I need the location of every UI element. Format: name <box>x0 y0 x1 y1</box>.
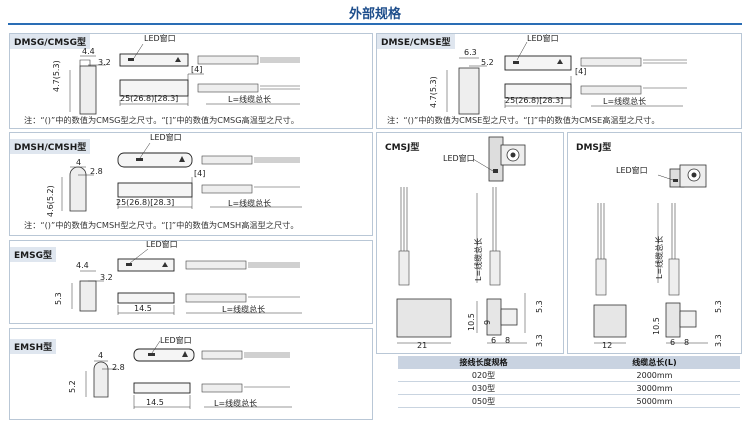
footnote: 注：“()”中的数值为CMSH型之尺寸。“[]”中的数值为CMSH高温型之尺寸。 <box>24 220 299 230</box>
dmse-drawing <box>446 41 687 115</box>
dim-depth: 5.2 <box>481 58 494 67</box>
led-window-label: LED窗口 <box>150 133 182 142</box>
dim-cable-length: L=线缆总长 <box>214 399 258 408</box>
dim-width: 6.3 <box>464 48 477 57</box>
dmsg-drawing <box>69 43 300 115</box>
table-cell-length: 2000mm <box>569 369 740 382</box>
table-cell-length: 3000mm <box>569 381 740 395</box>
led-window-label: LED窗口 <box>443 154 475 163</box>
dim-3-3: 3.3 <box>535 334 544 347</box>
footnote: 注：“()”中的数值为CMSE型之尺寸。“[]”中的数值为CMSE高温型之尺寸。 <box>387 115 660 125</box>
dim-body-length: 14.5 <box>146 398 164 407</box>
dim-depth: 2.8 <box>90 167 103 176</box>
emsg-drawing <box>71 248 302 315</box>
panel-header: DMSE/CMSE型 <box>377 34 455 49</box>
dim-5-3: 5.3 <box>535 300 544 313</box>
dim-5-3: 5.3 <box>714 300 723 313</box>
panel-emsg: EMSG型 LED窗口 4.4 3.2 5.3 14.5 L=线缆总长 <box>9 240 373 324</box>
panel-cmsj: CMSJ型 LED窗口 L=线缆总长 21 10.5 9 6 8 3.3 5.3 <box>376 132 564 354</box>
dim-width: 4 <box>98 351 104 360</box>
panel-header: EMSG型 <box>10 247 56 262</box>
table-header-length: 线缆总长(L) <box>569 356 740 369</box>
panel-dmse: DMSE/CMSE型 LED窗口 6.3 5.2 4.7(5.3) [4] 25… <box>376 33 742 129</box>
table-header-row: 接线长度规格 线缆总长(L) <box>398 356 740 369</box>
dim-cable-length: L=线缆总长 <box>474 237 483 281</box>
table-cell-spec: 020型 <box>398 369 569 382</box>
cmsj-drawing <box>396 136 527 344</box>
dim-width: 4.4 <box>76 261 89 270</box>
dim-6: 6 <box>491 336 497 345</box>
table-cell-spec: 030型 <box>398 381 569 395</box>
dim-body-length: 14.5 <box>134 304 152 313</box>
dim-width: 4 <box>76 158 82 167</box>
panel-header: EMSH型 <box>10 339 57 354</box>
emsh-drawing <box>85 340 292 409</box>
led-window-label: LED窗口 <box>146 240 178 249</box>
led-window-label: LED窗口 <box>160 336 192 345</box>
dim-height: 4.6(5.2) <box>46 185 55 217</box>
page-title: 外部规格 <box>348 7 401 22</box>
dim-3-3: 3.3 <box>714 334 723 347</box>
dim-21: 21 <box>417 341 428 350</box>
dim-depth: 3.2 <box>98 58 111 67</box>
dim-cable-length: L=线缆总长 <box>655 235 664 279</box>
dim-6: 6 <box>670 338 676 347</box>
dim-8: 8 <box>505 336 511 345</box>
dim-9: 9 <box>483 319 492 325</box>
panel-emsh: EMSH型 LED窗口 4 2.8 5.2 14.5 L=线缆总长 <box>9 328 373 420</box>
table-row: 030型 3000mm <box>398 381 740 395</box>
title-underline <box>8 23 742 25</box>
dim-body-length: 25(26.8)[28.3] <box>116 198 175 207</box>
dim-height: 4.7(5.3) <box>429 76 438 108</box>
panel-header: DMSH/CMSH型 <box>10 139 91 154</box>
dim-cable-length: L=线缆总长 <box>603 97 647 106</box>
led-window-label: LED窗口 <box>527 34 559 43</box>
table-row: 020型 2000mm <box>398 369 740 382</box>
table-row: 050型 5000mm <box>398 394 740 408</box>
dim-width: 4.4 <box>82 47 95 56</box>
dmsh-drawing <box>61 142 302 212</box>
dim-cable-length: L=线缆总长 <box>222 305 266 314</box>
dim-depth: 3.2 <box>100 273 113 282</box>
dim-body-length: 25(26.8)[28.3] <box>505 96 564 105</box>
table-header-spec: 接线长度规格 <box>398 356 569 369</box>
panel-header: DMSG/CMSG型 <box>10 34 91 49</box>
dim-8: 8 <box>684 338 690 347</box>
footnote: 注：“()”中的数值为CMSG型之尺寸。“[]”中的数值为CMSG高温型之尺寸。 <box>24 115 299 125</box>
dim-bracket-4: [4] <box>575 67 587 76</box>
dmsj-drawing <box>593 164 708 344</box>
dim-cable-length: L=线缆总长 <box>228 95 272 104</box>
dim-height: 5.3 <box>54 292 63 305</box>
led-window-label: LED窗口 <box>144 34 176 43</box>
panel-dmsj: DMSJ型 LED窗口 L=线缆总长 12 10.5 6 8 3.3 5.3 <box>567 132 742 354</box>
dim-10-5: 10.5 <box>467 313 476 331</box>
panel-dmsh: DMSH/CMSH型 LED窗口 4 2.8 4.6(5.2) [4] 25(2… <box>9 132 373 236</box>
dim-height: 4.7(5.3) <box>52 60 61 92</box>
led-window-label: LED窗口 <box>616 166 648 175</box>
panel-dmsg: DMSG/CMSG型 LED窗口 4.4 3.2 4.7(5.3) [4] 25… <box>9 33 373 129</box>
dim-12: 12 <box>602 341 613 350</box>
dim-10-5: 10.5 <box>652 317 661 335</box>
dim-cable-length: L=线缆总长 <box>228 199 272 208</box>
dim-depth: 2.8 <box>112 363 125 372</box>
table-cell-spec: 050型 <box>398 394 569 408</box>
cable-length-table: 接线长度规格 线缆总长(L) 020型 2000mm 030型 3000mm 0… <box>398 356 740 408</box>
panel-header: DMSJ型 <box>576 143 612 153</box>
dim-height: 5.2 <box>68 380 77 393</box>
dim-bracket-4: [4] <box>191 65 203 74</box>
table-cell-length: 5000mm <box>569 394 740 408</box>
dim-bracket-4: [4] <box>194 169 206 178</box>
dim-body-length: 25(26.8)[28.3] <box>120 94 179 103</box>
panel-header: CMSJ型 <box>385 143 420 153</box>
